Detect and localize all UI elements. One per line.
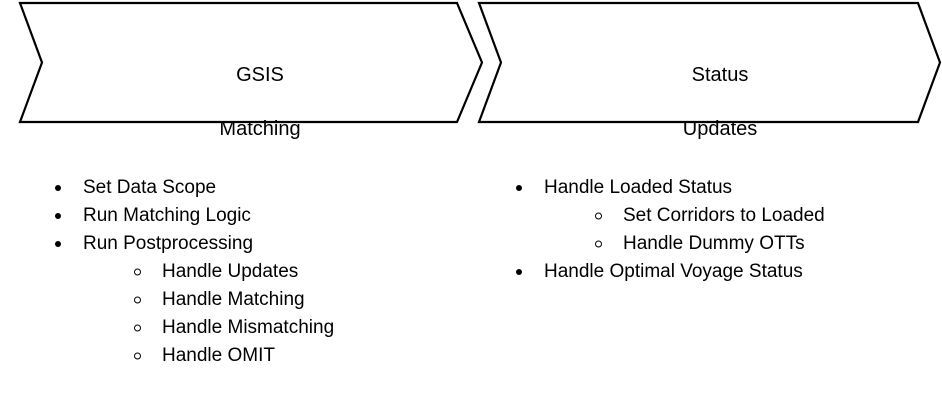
chevron-band: GSIS Matching Status Updates: [0, 0, 942, 140]
stage-2-title-line-2: Updates: [682, 118, 758, 140]
list-item-label: Set Corridors to Loaded: [623, 205, 825, 226]
list-item-label: Handle Mismatching: [162, 317, 335, 338]
list-item-label: Set Data Scope: [83, 177, 217, 198]
stage-1-title-line-1: GSIS: [236, 64, 284, 86]
hollow-circle-bullet-icon: [134, 324, 141, 332]
list-item-label: Handle Loaded Status: [544, 177, 733, 198]
hollow-circle-bullet-icon: [134, 296, 141, 304]
stage-1-title-line-2: Matching: [219, 118, 301, 140]
chevron-shape-stage-2[interactable]: [477, 1, 942, 124]
list-item[interactable]: Handle Updates: [40, 258, 470, 286]
list-item[interactable]: Handle OMIT: [40, 342, 470, 370]
list-item[interactable]: Handle Optimal Voyage Status: [501, 258, 931, 286]
list-item-label: Handle Dummy OTTs: [623, 233, 805, 254]
list-item-label: Handle Optimal Voyage Status: [544, 261, 803, 282]
list-item-label: Run Matching Logic: [83, 205, 251, 226]
filled-disc-bullet-icon: [55, 241, 61, 247]
list-item-label: Handle OMIT: [162, 345, 275, 366]
list-item[interactable]: Run Postprocessing: [40, 230, 470, 258]
filled-disc-bullet-icon: [55, 185, 61, 191]
hollow-circle-bullet-icon: [134, 268, 141, 276]
list-item-label: Handle Updates: [162, 261, 299, 282]
stage-1-title: GSIS Matching: [60, 35, 460, 170]
list-item[interactable]: Handle Mismatching: [40, 314, 470, 342]
list-item[interactable]: Run Matching Logic: [40, 202, 470, 230]
list-item-label: Run Postprocessing: [83, 233, 254, 254]
list-item[interactable]: Handle Loaded Status: [501, 174, 931, 202]
chevron-shapes-svg: [18, 1, 942, 124]
stage-2-title-line-1: Status: [691, 64, 749, 86]
filled-disc-bullet-icon: [516, 269, 522, 275]
hollow-circle-bullet-icon: [134, 352, 141, 360]
filled-disc-bullet-icon: [55, 213, 61, 219]
hollow-circle-bullet-icon: [595, 240, 602, 248]
list-item[interactable]: Set Data Scope: [40, 174, 470, 202]
filled-disc-bullet-icon: [516, 185, 522, 191]
list-item[interactable]: Handle Dummy OTTs: [501, 230, 931, 258]
stage-2-title: Status Updates: [520, 35, 920, 170]
hollow-circle-bullet-icon: [595, 212, 602, 220]
list-item[interactable]: Handle Matching: [40, 286, 470, 314]
list-item[interactable]: Set Corridors to Loaded: [501, 202, 931, 230]
chevron-shape-stage-1[interactable]: [18, 1, 484, 124]
list-item-label: Handle Matching: [162, 289, 305, 310]
